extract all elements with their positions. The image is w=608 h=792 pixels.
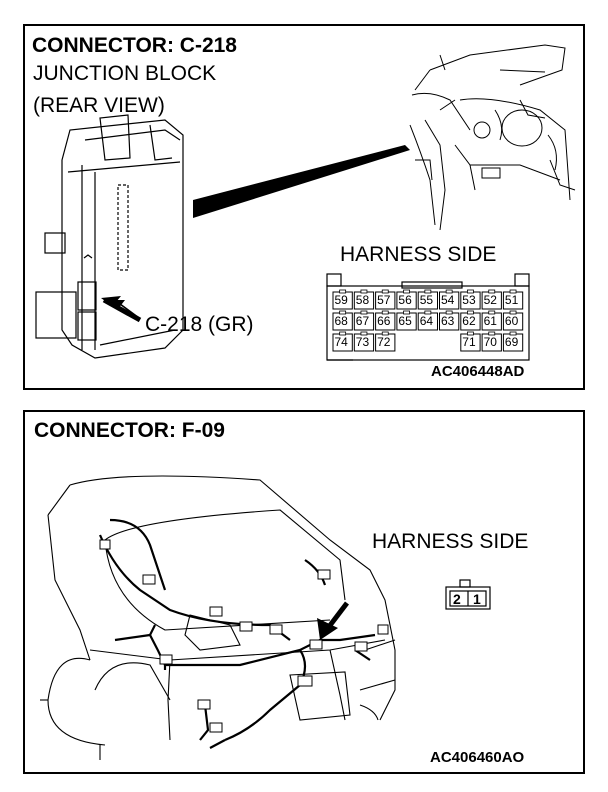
pin-label-66: 66: [377, 314, 391, 328]
leader-wedge: [193, 145, 410, 218]
pin-label-59: 59: [334, 293, 348, 307]
pin-notch-55: [424, 289, 432, 294]
f09-pointer-arrow: [317, 601, 349, 640]
pin-label-51: 51: [504, 293, 519, 307]
pin-notch-72: [381, 331, 389, 336]
panel1-harness-side-label: HARNESS SIDE: [340, 243, 497, 266]
panel2-harness-side-label: HARNESS SIDE: [372, 530, 529, 553]
pin-label-61: 61: [483, 314, 497, 328]
pin-label-69: 69: [504, 335, 519, 349]
pin-notch-64: [424, 310, 432, 315]
pin-label-58: 58: [355, 293, 370, 307]
pin-notch-65: [403, 310, 410, 315]
pin-label-67: 67: [355, 314, 370, 328]
panel1-subtitle-line1: JUNCTION BLOCK: [33, 62, 217, 85]
pin-notch-61: [488, 310, 496, 315]
pin-notch-71: [467, 331, 474, 336]
panel2-title: CONNECTOR: F-09: [34, 419, 225, 442]
pin-label-73: 73: [355, 335, 370, 349]
pin-notch-51: [509, 289, 517, 294]
pin-label-53: 53: [462, 293, 476, 307]
pin-notch-62: [467, 310, 474, 315]
pin-notch-58: [360, 289, 368, 294]
pin-notch-67: [360, 310, 368, 315]
pin-label-72: 72: [377, 335, 391, 349]
pin-label-68: 68: [334, 314, 348, 328]
pin-label-74: 74: [334, 335, 348, 349]
pin-label-71: 71: [462, 335, 476, 349]
c218-pin-grid: [332, 289, 524, 352]
connector-f09-panel: [23, 410, 585, 774]
f09-pin-1: 1: [473, 591, 481, 607]
pin-label-52: 52: [483, 293, 497, 307]
pin-label-60: 60: [504, 314, 519, 328]
pin-notch-68: [339, 310, 347, 315]
panel1-title: CONNECTOR: C-218: [32, 34, 237, 57]
pin-label-62: 62: [462, 314, 476, 328]
pin-label-56: 56: [398, 293, 412, 307]
c218-connector-face: [326, 273, 530, 361]
harness-connectors: [99, 539, 389, 733]
pin-notch-56: [403, 289, 410, 294]
pin-notch-73: [360, 331, 368, 336]
pin-label-54: 54: [441, 293, 455, 307]
pin-label-55: 55: [419, 293, 434, 307]
dashboard-illustration: [409, 44, 576, 231]
pin-label-57: 57: [377, 293, 391, 307]
panel1-subtitle-line2: (REAR VIEW): [33, 94, 165, 117]
pin-notch-57: [381, 289, 389, 294]
pin-label-64: 64: [419, 314, 434, 328]
car-rear-illustration: [40, 475, 396, 760]
pin-label-65: 65: [398, 314, 412, 328]
pin-notch-54: [445, 289, 453, 294]
c218-connector-label: C-218 (GR): [145, 313, 254, 336]
pin-notch-52: [488, 289, 496, 294]
pin-notch-60: [509, 310, 517, 315]
pin-notch-74: [339, 331, 347, 336]
panel2-figure-code: AC406460AO: [430, 749, 525, 766]
pin-label-63: 63: [441, 314, 455, 328]
f09-pin-2: 2: [453, 591, 461, 607]
pin-label-70: 70: [483, 335, 497, 349]
pin-notch-70: [488, 331, 496, 336]
junction-block-illustration: [35, 114, 184, 359]
panel1-figure-code: AC406448AD: [431, 363, 525, 380]
pin-notch-63: [445, 310, 453, 315]
pin-notch-66: [381, 310, 389, 315]
pin-notch-59: [339, 289, 347, 294]
f09-connector-face: [445, 579, 491, 610]
pin-notch-69: [509, 331, 517, 336]
pin-notch-53: [467, 289, 474, 294]
